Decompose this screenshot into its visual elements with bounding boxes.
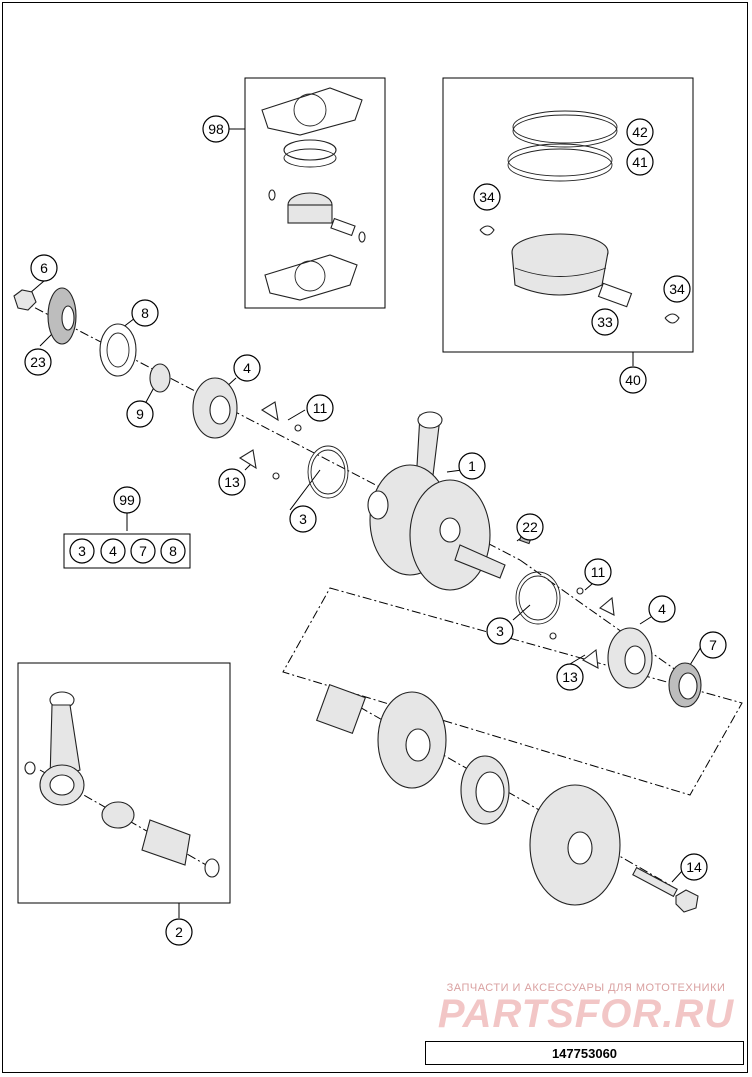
svg-text:98: 98 bbox=[208, 121, 224, 137]
conrod-kit-box bbox=[17, 662, 231, 904]
svg-text:34: 34 bbox=[479, 189, 495, 205]
callout-9: 9 bbox=[126, 400, 154, 428]
callout-3-right: 3 bbox=[486, 617, 514, 645]
svg-text:34: 34 bbox=[669, 281, 685, 297]
svg-text:4: 4 bbox=[658, 601, 666, 617]
document-number: 147753060 bbox=[425, 1041, 744, 1065]
callout-98: 98 bbox=[202, 115, 230, 143]
svg-text:1: 1 bbox=[468, 458, 476, 474]
right-shaft-parts bbox=[515, 535, 702, 708]
conrod-kit-parts bbox=[24, 691, 220, 878]
kit-99-item-7: 7 bbox=[130, 538, 156, 564]
watermark-logo-text: PARTSFOR.RU bbox=[437, 992, 735, 1036]
callout-11-right: 11 bbox=[584, 558, 612, 586]
watermark: ЗАПЧАСТИ И АКСЕССУАРЫ ДЛЯ МОТОТЕХНИКИ PA… bbox=[430, 982, 742, 1034]
callout-22: 22 bbox=[516, 513, 544, 541]
crankshaft bbox=[367, 411, 506, 591]
callout-34-left: 34 bbox=[473, 183, 501, 211]
piston-kit-box bbox=[442, 77, 694, 353]
svg-text:2: 2 bbox=[175, 924, 183, 940]
svg-text:99: 99 bbox=[119, 492, 135, 508]
svg-text:7: 7 bbox=[709, 637, 717, 653]
svg-text:13: 13 bbox=[562, 669, 578, 685]
kit-99-box bbox=[63, 533, 191, 569]
callout-11-left: 11 bbox=[306, 394, 334, 422]
callout-3-left: 3 bbox=[289, 505, 317, 533]
left-shaft-parts bbox=[13, 287, 349, 499]
gasket-kit-box bbox=[244, 77, 386, 309]
callout-1: 1 bbox=[458, 452, 486, 480]
svg-text:11: 11 bbox=[313, 400, 328, 416]
callout-23: 23 bbox=[24, 348, 52, 376]
callout-99: 99 bbox=[113, 486, 141, 514]
callout-6: 6 bbox=[30, 254, 58, 282]
callout-4-left: 4 bbox=[233, 354, 261, 382]
svg-text:9: 9 bbox=[136, 406, 144, 422]
kit-99-item-3: 3 bbox=[69, 538, 95, 564]
svg-text:41: 41 bbox=[632, 154, 648, 170]
svg-text:23: 23 bbox=[30, 354, 46, 370]
callout-34-right: 34 bbox=[663, 275, 691, 303]
svg-text:3: 3 bbox=[78, 543, 86, 559]
callout-41: 41 bbox=[626, 148, 654, 176]
gasket-kit-parts bbox=[261, 87, 366, 301]
svg-text:8: 8 bbox=[169, 543, 177, 559]
callout-4-right: 4 bbox=[648, 595, 676, 623]
starter-group-outline bbox=[282, 587, 743, 796]
callout-33: 33 bbox=[591, 308, 619, 336]
callout-2: 2 bbox=[165, 918, 193, 946]
svg-text:11: 11 bbox=[591, 564, 606, 580]
svg-text:33: 33 bbox=[597, 314, 613, 330]
kit-99-item-4: 4 bbox=[100, 538, 126, 564]
callout-7: 7 bbox=[699, 631, 727, 659]
svg-text:4: 4 bbox=[243, 360, 251, 376]
svg-text:40: 40 bbox=[625, 372, 641, 388]
kit-99-item-8: 8 bbox=[160, 538, 186, 564]
svg-text:13: 13 bbox=[224, 474, 240, 490]
callout-13-left: 13 bbox=[218, 468, 246, 496]
svg-text:42: 42 bbox=[632, 124, 648, 140]
svg-text:3: 3 bbox=[299, 511, 307, 527]
starter-group-parts bbox=[315, 683, 699, 913]
svg-text:8: 8 bbox=[141, 305, 149, 321]
svg-text:22: 22 bbox=[522, 519, 538, 535]
svg-text:7: 7 bbox=[139, 543, 147, 559]
piston-kit-parts bbox=[479, 110, 680, 324]
svg-text:6: 6 bbox=[40, 260, 48, 276]
callout-14: 14 bbox=[680, 853, 708, 881]
callout-42: 42 bbox=[626, 118, 654, 146]
watermark-tagline: ЗАПЧАСТИ И АКСЕССУАРЫ ДЛЯ МОТОТЕХНИКИ bbox=[446, 982, 726, 994]
svg-text:3: 3 bbox=[496, 623, 504, 639]
svg-text:4: 4 bbox=[109, 543, 117, 559]
callout-13-right: 13 bbox=[556, 663, 584, 691]
callout-8: 8 bbox=[131, 299, 159, 327]
svg-text:14: 14 bbox=[686, 859, 702, 875]
callout-40: 40 bbox=[619, 366, 647, 394]
